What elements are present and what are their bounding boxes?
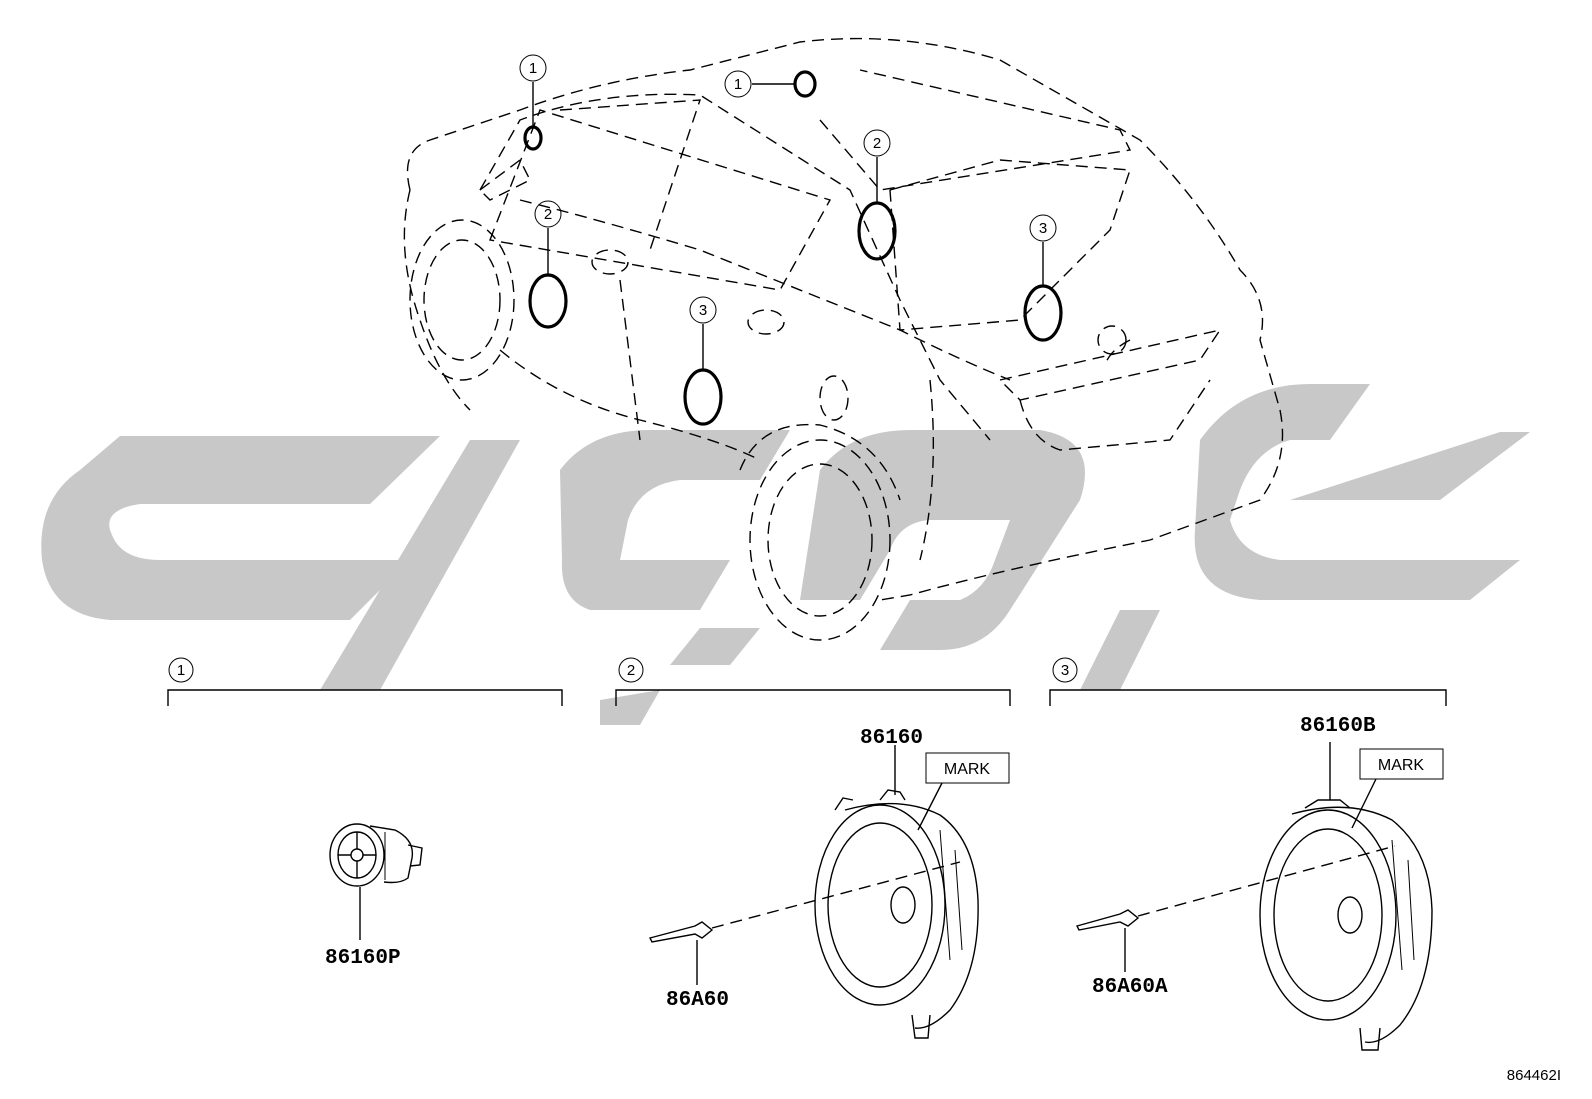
front-speaker-part[interactable] <box>814 789 979 1039</box>
callout-3-left: 3 <box>699 302 707 319</box>
mark-box-rear: MARK <box>1351 748 1444 829</box>
group-1-label: 1 <box>177 662 185 679</box>
part-number-86160: 86160 <box>860 727 923 750</box>
front-clip-part[interactable] <box>648 921 714 943</box>
location-ring-rear-door-left <box>683 368 723 426</box>
callout-2-right: 2 <box>873 135 881 152</box>
location-ring-front-door-left <box>528 273 568 329</box>
group-2-label: 2 <box>627 662 635 679</box>
group-1: 1 <box>167 657 563 706</box>
callout-1-front: 1 <box>529 60 537 77</box>
rear-clip-part[interactable] <box>1075 909 1140 931</box>
part-number-86A60A: 86A60A <box>1092 976 1168 999</box>
svg-text:MARK: MARK <box>1378 757 1425 774</box>
mark-box-front: MARK <box>917 752 1010 831</box>
rear-speaker-part[interactable] <box>1259 799 1433 1051</box>
location-markers: 1 1 2 2 3 3 <box>519 54 1063 426</box>
watermark-logo <box>41 384 1530 725</box>
tweeter-part[interactable] <box>329 823 423 887</box>
callout-1-upper: 1 <box>734 76 742 93</box>
car-illustration <box>403 37 1284 641</box>
group-3: 3 <box>1049 657 1447 706</box>
svg-text:MARK: MARK <box>944 761 991 778</box>
group-2: 2 <box>615 657 1011 706</box>
callout-3-right: 3 <box>1039 220 1047 237</box>
callout-2-left: 2 <box>544 206 552 223</box>
part-number-86160P: 86160P <box>325 947 401 970</box>
location-ring-tweeter-upper <box>793 70 817 98</box>
location-ring-tweeter-front <box>523 125 543 151</box>
group-3-label: 3 <box>1061 662 1069 679</box>
part-number-86160B: 86160B <box>1300 715 1376 738</box>
diagram-code: 864462I <box>1507 1067 1561 1084</box>
part-number-86A60: 86A60 <box>666 989 729 1012</box>
location-ring-rear-door-right <box>1023 284 1063 342</box>
location-ring-front-door-right <box>857 201 897 261</box>
